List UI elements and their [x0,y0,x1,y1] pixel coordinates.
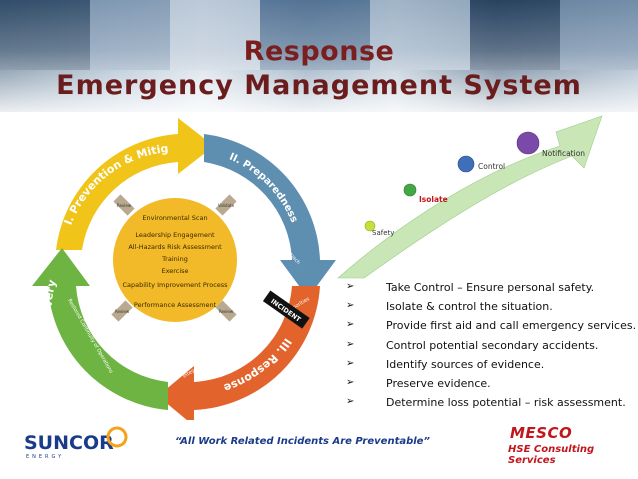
step-safety-label: Safety [372,229,394,237]
connector-validate-top-right: Validate [215,194,237,216]
steps-arrow-band [337,115,603,279]
step-isolate-dot [403,183,417,197]
phase-preparedness-arc [204,134,336,298]
step-isolate-label: Isolate [419,195,448,204]
svg-text:Review: Review [115,309,130,314]
center-item: All-Hazards Risk Assessment [128,243,222,251]
connector-review-top-left: Review [113,194,135,216]
step-safety-dot [364,220,376,232]
step-control-label: Control [478,162,505,171]
list-item: ➢Control potential secondary accidents. [346,338,599,352]
list-item: ➢Identify sources of evidence. [346,357,545,371]
suncor-wordmark: SUNCOR [24,432,114,454]
svg-text:Validate: Validate [218,203,235,208]
step-notification-dot [516,131,540,155]
response-steps-diagram: Safety Isolate Control Notification [337,115,603,279]
phase-prevention-arc [56,118,214,250]
list-item: ➢Determine loss potential – risk assessm… [346,396,626,410]
center-item: Training [161,255,188,263]
bullet-arrow-icon: ➢ [346,357,355,369]
bullet-arrow-icon: ➢ [346,376,355,388]
connector-review-bottom-right: Review [215,300,237,322]
center-item: Environmental Scan [142,214,207,222]
step-notification-label: Notification [542,149,585,158]
mesco-logo: MESCO [510,424,573,442]
svg-text:Review: Review [117,203,132,208]
response-actions-list: ➢Take Control – Ensure personal safety. … [346,281,638,415]
center-item: Capability Improvement Process [122,281,228,289]
sun-icon [106,426,128,448]
phase-response-arc [158,286,320,420]
header-banner [0,0,638,112]
footer-tagline: “All Work Related Incidents Are Preventa… [175,436,430,447]
list-item: ➢Preserve evidence. [346,376,491,390]
bullet-arrow-icon: ➢ [346,338,355,350]
connector-review-bottom-left: Review [111,300,133,322]
emergency-management-cycle: I. Prevention & Mitigation II. Preparedn… [18,110,336,420]
list-item: ➢Provide first aid and call emergency se… [346,319,637,333]
slide-title: Response [243,36,395,67]
list-item: ➢Isolate & control the situation. [346,300,553,314]
suncor-sub: ENERGY [26,454,64,460]
list-item: ➢Take Control – Ensure personal safety. [346,281,595,294]
center-circle [113,198,237,322]
step-control-dot [457,155,475,173]
bullet-arrow-icon: ➢ [346,396,355,408]
mesco-subtitle: HSE Consulting Services [508,444,595,466]
suncor-logo: SUNCOR ENERGY [24,426,128,460]
slide-subtitle: Emergency Management System [56,70,582,101]
center-item: Performance Assessment [134,301,217,309]
center-item: Leadership Engagement [135,231,215,239]
bullet-arrow-icon: ➢ [346,300,355,312]
phase-recovery-arc [32,248,168,410]
bullet-arrow-icon: ➢ [346,319,355,331]
svg-text:Review: Review [219,309,234,314]
bullet-arrow-icon: ➢ [346,281,355,292]
center-item: Exercise [161,267,188,275]
